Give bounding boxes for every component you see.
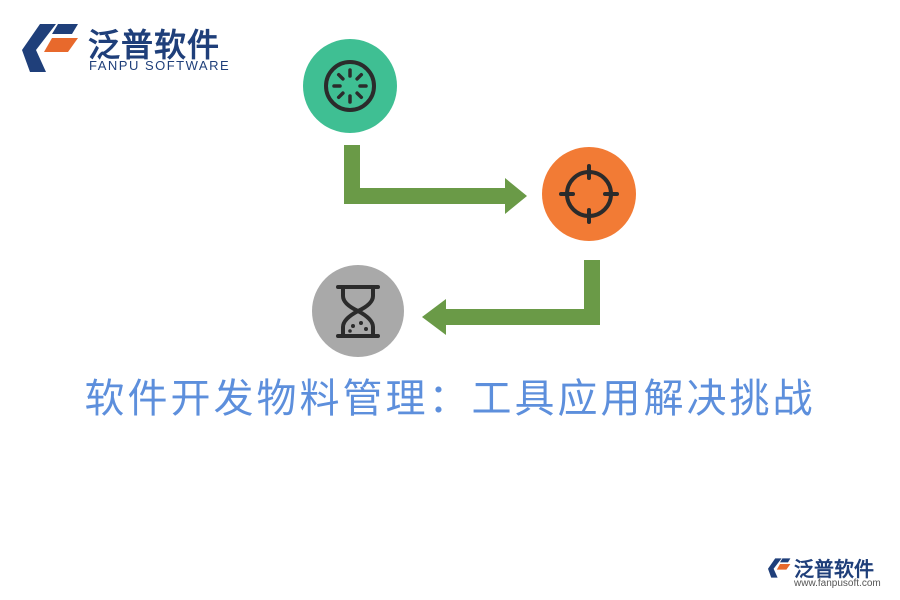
loading-icon [303,39,397,133]
watermark-name-cn: 泛普软件 [794,557,874,581]
brand-logo: 泛普软件 FANPU SOFTWARE [22,20,242,76]
flow-arrow-1 [344,145,527,214]
watermark-url: www.fanpusoft.com [794,578,881,589]
page-headline: 软件开发物料管理：工具应用解决挑战 [84,376,816,422]
brand-name-cn: 泛普软件 [88,26,221,64]
hourglass-icon [312,265,404,357]
target-icon [542,147,636,241]
watermark: 泛普软件 www.fanpusoft.com [768,553,893,593]
fanpu-logo-icon [22,24,78,72]
brand-name-en: FANPU SOFTWARE [89,58,231,73]
watermark-logo-icon [768,558,791,578]
flow-arrow-2 [422,260,600,335]
